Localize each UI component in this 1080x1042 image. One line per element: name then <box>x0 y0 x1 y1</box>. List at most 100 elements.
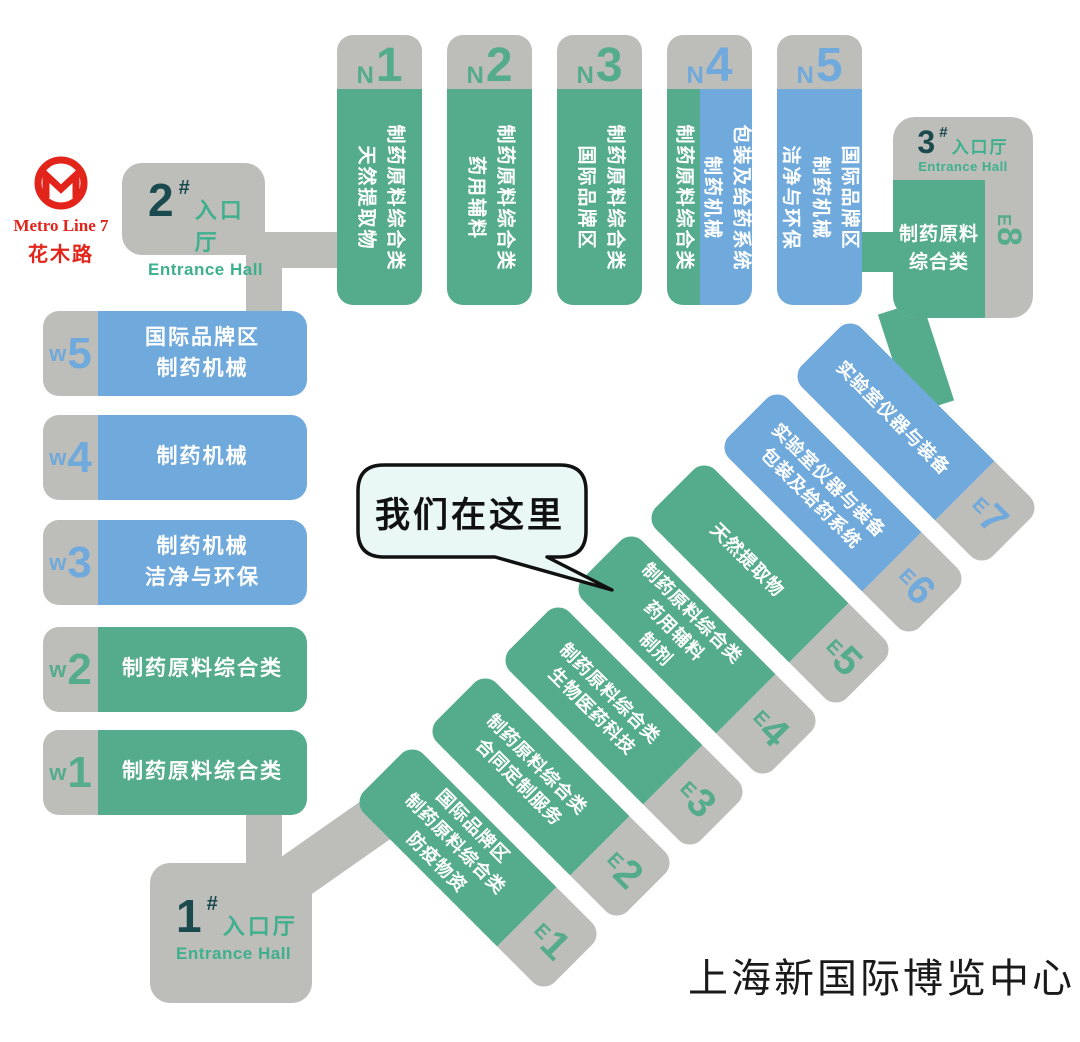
hall-w4: w 4 制药机械 <box>43 415 307 500</box>
hall-category-line: 天然提取物 <box>354 144 376 251</box>
hall-category-line: 制药机械 <box>701 155 722 240</box>
entrance3-hash: # <box>939 124 948 141</box>
hall-category-line: 制药原料综合类 <box>493 123 515 272</box>
hall-category-line: 国际品牌区 <box>838 144 860 251</box>
hall-e8-and-entrance3: 3 # 入口厅 Entrance Hall 制药原料 综合类 E 8 <box>893 117 1033 318</box>
hall-category-line: 国际品牌区 <box>574 144 596 251</box>
entrance2-hash: # <box>178 177 190 199</box>
entrance3-label-en: Entrance Hall <box>918 159 1008 175</box>
entrance1-hash: # <box>206 893 218 915</box>
hall-category-line: 制药机械 <box>809 155 831 240</box>
hall-w5-label: w 5 <box>43 311 98 396</box>
hall-w4-label: w 4 <box>43 415 98 500</box>
hall-category-line: 制药原料综合类 <box>383 123 405 272</box>
hall-n1: N 1 制药原料综合类 天然提取物 <box>337 35 422 305</box>
hall-w2-label: w 2 <box>43 627 98 712</box>
hall-n2-prefix: N <box>466 61 484 89</box>
hall-n5-prefix: N <box>796 61 814 89</box>
hall-w3-number: 3 <box>67 537 92 587</box>
hall-category-line: 制药机械 <box>156 535 249 559</box>
hall-w3-label: w 3 <box>43 520 98 605</box>
entrance-hall-3: 3 # 入口厅 Entrance Hall <box>893 124 1033 175</box>
hall-w4-number: 4 <box>67 432 92 482</box>
hall-n3-number: 3 <box>595 38 623 92</box>
hall-n4-green-categories: 制药原料综合类 <box>669 124 698 271</box>
hall-category-line: 综合类 <box>908 252 969 273</box>
metro-line-label: Metro Line 7 <box>13 216 109 235</box>
hall-category-line: 洁净与环保 <box>779 144 801 251</box>
entrance1-label-en: Entrance Hall <box>176 944 292 963</box>
entrance1-label-cn: 入口厅 <box>222 914 298 939</box>
connector-n5-to-e8 <box>856 232 898 272</box>
hall-n4: N 4 制药原料综合类 包装及给药系统 制药机械 <box>667 35 752 305</box>
hall-e8-prefix: E <box>994 214 1014 227</box>
entrance1-number: 1 <box>176 890 202 942</box>
hall-category-line: 制药机械 <box>156 445 249 469</box>
hall-e8-label: E 8 <box>985 189 1033 271</box>
hall-w2-categories: 制药原料综合类 <box>98 627 307 712</box>
entrance3-label-cn: 入口厅 <box>951 138 1009 157</box>
hall-w2: w 2 制药原料综合类 <box>43 627 307 712</box>
hall-category-line: 天然提取物 <box>706 519 788 601</box>
hall-category-line: 制药原料综合类 <box>122 657 283 681</box>
hall-e8-categories: 制药原料 综合类 <box>893 180 985 318</box>
shanghai-metro-logo-icon <box>34 156 88 210</box>
speech-bubble-shape <box>356 463 614 592</box>
hall-n5-number: 5 <box>815 38 843 92</box>
hall-n3-prefix: N <box>576 61 594 89</box>
entrance-hall-2: 2 # 入口厅 Entrance Hall <box>122 163 265 279</box>
hall-n3-label: N 3 <box>557 35 642 89</box>
hall-category-line: 药用辅料 <box>464 155 486 240</box>
hall-n2: N 2 制药原料综合类 药用辅料 <box>447 35 532 305</box>
hall-w1: w 1 制药原料综合类 <box>43 730 307 815</box>
hall-n3: N 3 制药原料综合类 国际品牌区 <box>557 35 642 305</box>
callout-text: 我们在这里 <box>374 496 565 535</box>
hall-w4-prefix: w <box>49 444 67 470</box>
hall-w5-categories: 国际品牌区 制药机械 <box>98 311 307 396</box>
hall-category-line: 包装及给药系统 <box>730 123 752 272</box>
hall-w1-categories: 制药原料综合类 <box>98 730 307 815</box>
hall-n5: N 5 国际品牌区 制药机械 洁净与环保 <box>777 35 862 305</box>
hall-category-line: 制药原料综合类 <box>603 123 625 272</box>
hall-category-line: 国际品牌区 <box>145 326 260 350</box>
hall-n3-categories: 制药原料综合类 国际品牌区 <box>570 124 629 271</box>
metro-station: Metro Line 7 花木路 <box>0 154 122 267</box>
hall-w2-prefix: w <box>49 656 67 682</box>
venue-title: 上海新国际博览中心 <box>688 957 1075 1001</box>
metro-station-name: 花木路 <box>28 244 94 266</box>
hall-n1-number: 1 <box>375 38 403 92</box>
hall-category-line: 制药原料 <box>898 223 979 245</box>
hall-w4-categories: 制药机械 <box>98 415 307 500</box>
hall-n2-categories: 制药原料综合类 药用辅料 <box>460 124 519 271</box>
entrance2-number: 2 <box>148 174 174 226</box>
corridor-entrance2-to-w5 <box>246 248 282 316</box>
hall-w5-number: 5 <box>67 328 92 378</box>
entrance-hall-1: 1 # 入口厅 Entrance Hall <box>150 863 312 1003</box>
hall-n4-prefix: N <box>686 61 704 89</box>
hall-n4-label: N 4 <box>667 35 752 89</box>
we-are-here-callout: 我们在这里 <box>350 456 640 596</box>
hall-n1-categories: 制药原料综合类 天然提取物 <box>350 124 409 271</box>
hall-w1-prefix: w <box>49 759 67 785</box>
hall-w1-label: w 1 <box>43 730 98 815</box>
hall-category-line: 制药机械 <box>156 356 249 380</box>
entrance3-number: 3 <box>917 124 936 160</box>
hall-w3: w 3 制药机械 洁净与环保 <box>43 520 307 605</box>
hall-n4-blue-categories: 包装及给药系统 制药机械 <box>697 124 752 271</box>
entrance2-label-en: Entrance Hall <box>148 260 264 279</box>
hall-w5-prefix: w <box>49 340 67 366</box>
hall-n4-number: 4 <box>705 38 733 92</box>
hall-w3-prefix: w <box>49 549 67 575</box>
hall-category-line: 制药原料综合类 <box>673 123 695 272</box>
hall-n5-categories: 国际品牌区 制药机械 洁净与环保 <box>777 145 862 250</box>
hall-w3-categories: 制药机械 洁净与环保 <box>98 520 307 605</box>
hall-n1-prefix: N <box>356 61 374 89</box>
hall-n5-label: N 5 <box>777 35 862 89</box>
entrance2-label-cn: 入口厅 <box>194 198 245 255</box>
hall-category-line: 制药原料综合类 <box>122 760 283 784</box>
hall-w2-number: 2 <box>67 644 92 694</box>
hall-w1-number: 1 <box>67 747 92 797</box>
hall-n2-number: 2 <box>485 38 513 92</box>
hall-n2-label: N 2 <box>447 35 532 89</box>
